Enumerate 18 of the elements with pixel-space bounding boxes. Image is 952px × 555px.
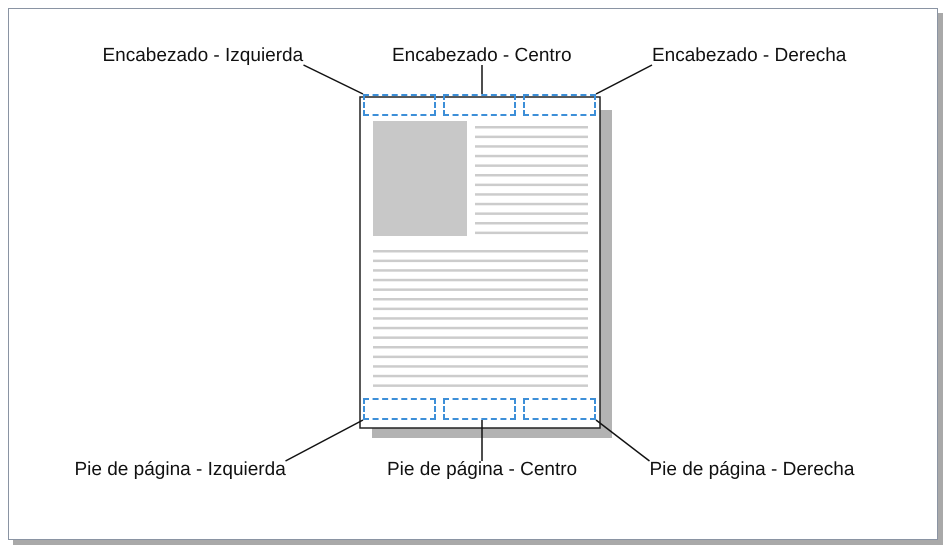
callout-label: Pie de página - Centro	[387, 458, 578, 482]
leader-line	[303, 64, 364, 95]
dashed-region-box	[523, 94, 596, 116]
callout-label: Encabezado - Derecha	[652, 44, 846, 68]
leader-line	[481, 420, 483, 461]
callout-label: Pie de página - Derecha	[650, 458, 854, 482]
callout-label: Pie de página - Izquierda	[74, 458, 286, 482]
callout-label: Encabezado - Izquierda	[102, 44, 304, 68]
dashed-region-box	[523, 398, 596, 420]
callout-label: Encabezado - Centro	[392, 44, 572, 68]
dashed-region-box	[443, 398, 516, 420]
dashed-region-box	[443, 94, 516, 116]
leader-line	[481, 65, 483, 94]
dashed-region-box	[363, 398, 436, 420]
leader-line	[596, 419, 650, 462]
dashed-region-box	[363, 94, 436, 116]
leader-line	[596, 64, 652, 95]
leader-line	[285, 419, 364, 462]
